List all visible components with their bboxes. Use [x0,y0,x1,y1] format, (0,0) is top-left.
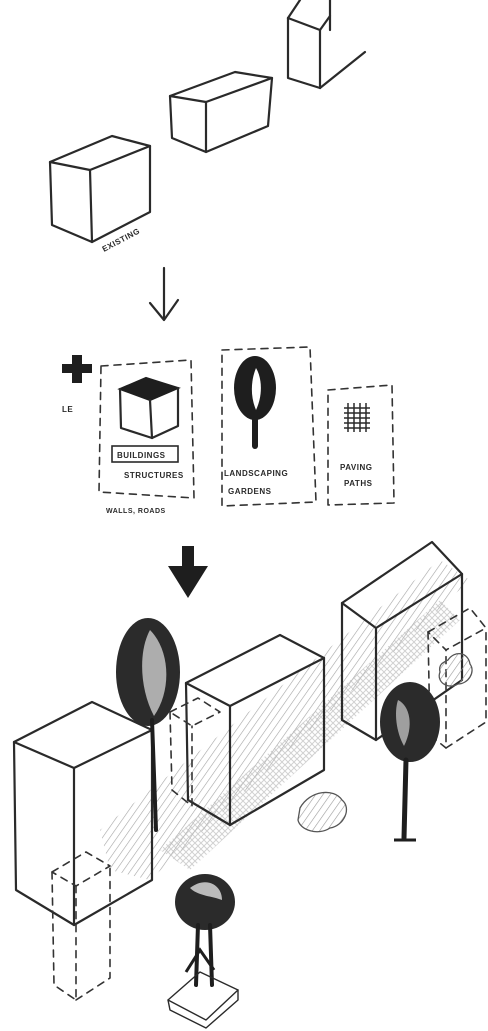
walls-roads-label: WALLS, ROADS [106,508,166,515]
buildings-label: BUILDINGS [117,451,166,460]
existing-box-top [288,0,365,88]
tree-bottom [168,874,238,1028]
gardens-label: GARDENS [228,487,272,496]
landscaping-panel: LANDSCAPING GARDENS [222,347,316,506]
existing-box-left [50,136,150,242]
tree-icon [234,356,276,446]
landscaping-label: LANDSCAPING [224,469,288,478]
arrow-down-bold-icon [168,546,208,598]
result-sketch [14,542,486,1028]
paths-label: PATHS [344,479,373,488]
building-addition-left [52,852,110,1000]
paving-grid-icon [344,403,370,432]
shrub-right [439,654,472,686]
plus-icon [62,355,92,383]
shrub-center [298,792,346,831]
arrow-down-icon [150,268,178,320]
paving-label: PAVING [340,463,372,472]
paving-panel: PAVING PATHS [328,385,394,505]
building-icon [120,378,178,438]
structures-label: STRUCTURES [124,471,184,480]
buildings-panel: BUILDINGS STRUCTURES WALLS, ROADS [99,360,194,515]
additions-row: LE BUILDINGS STRUCTURES WALLS, ROADS LAN… [62,347,394,515]
plus-note: LE [62,405,73,414]
tree-right [380,682,440,840]
existing-box-middle [170,72,272,152]
existing-label: EXISTING [101,226,142,253]
existing-boxes: EXISTING [50,0,365,254]
